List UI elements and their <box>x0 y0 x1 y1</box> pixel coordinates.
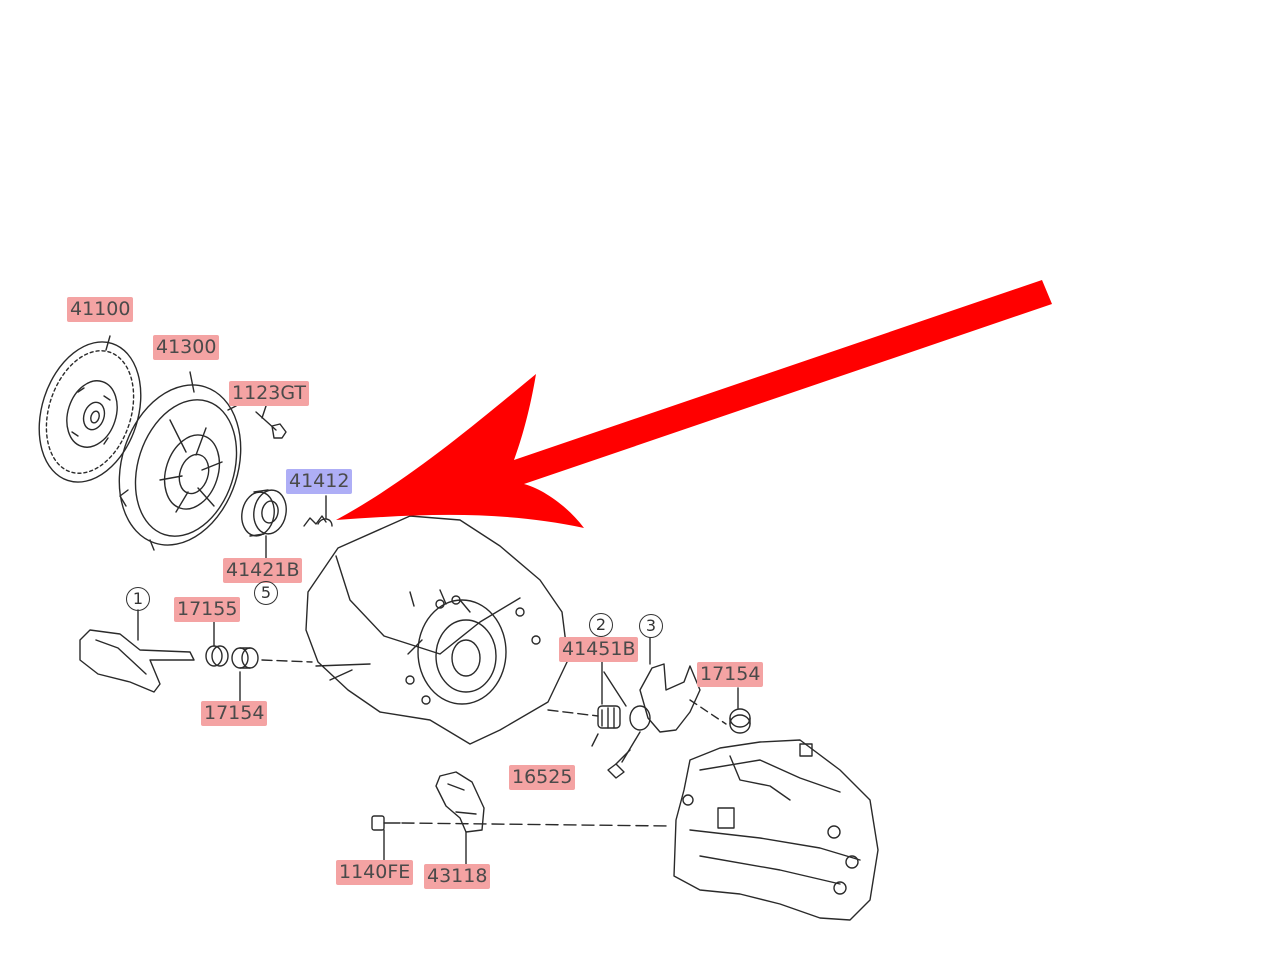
part-label-1123gt[interactable]: 1123GT <box>229 381 310 406</box>
transaxle-housing-drawing <box>305 515 599 745</box>
callout-2: 2 <box>589 613 613 637</box>
part-label-41451b[interactable]: 41451B <box>559 637 639 662</box>
part-label-41300[interactable]: 41300 <box>153 335 220 360</box>
release-fork-drawing <box>79 609 195 693</box>
bracket-43118-drawing <box>435 771 485 867</box>
seal-41451b-drawing <box>591 659 627 747</box>
bolt-1140fe-drawing <box>371 815 671 863</box>
callout-5: 5 <box>254 581 278 605</box>
part-label-1140fe[interactable]: 1140FE <box>336 860 414 885</box>
part-label-43118[interactable]: 43118 <box>424 864 491 889</box>
callout-1: 1 <box>126 587 150 611</box>
bolt-1123gt-drawing <box>255 405 287 439</box>
release-bearing-drawing <box>241 489 287 559</box>
part-label-16525[interactable]: 16525 <box>509 765 576 790</box>
part-label-41412-selected[interactable]: 41412 <box>286 469 353 494</box>
part-label-17155[interactable]: 17155 <box>174 597 241 622</box>
part-label-41421b[interactable]: 41421B <box>223 558 303 583</box>
clip-41412-drawing <box>303 495 333 527</box>
clutch-disc-drawing <box>38 335 142 483</box>
shift-fork-drawing <box>621 637 727 763</box>
pressure-plate-drawing <box>118 371 242 551</box>
bolt-16525-drawing <box>607 749 631 779</box>
part-label-17154-right[interactable]: 17154 <box>697 662 764 687</box>
bushings-drawing <box>205 619 313 703</box>
transmission-assembly-drawing <box>673 739 879 921</box>
red-arrow-icon <box>336 280 1052 528</box>
bushing-right-drawing <box>729 687 751 734</box>
callout-3: 3 <box>639 614 663 638</box>
part-label-41100[interactable]: 41100 <box>67 297 134 322</box>
part-label-17154-left[interactable]: 17154 <box>201 701 268 726</box>
